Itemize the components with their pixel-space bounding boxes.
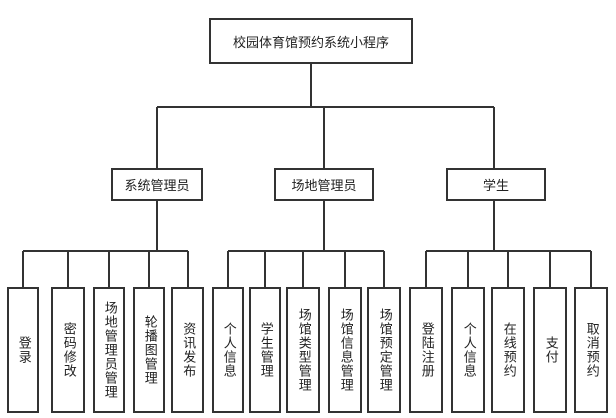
- root-node: 校园体育馆预约系统小程序: [209, 18, 413, 64]
- leaf-node-personal-info: 个人信息: [212, 287, 244, 413]
- leaf-label: 登录: [15, 336, 31, 364]
- leaf-node-online-booking: 在线预约: [491, 287, 525, 413]
- leaf-label: 个人信息: [220, 322, 236, 378]
- leaf-label: 在线预约: [500, 322, 516, 378]
- leaf-node-login-register: 登陆注册: [409, 287, 443, 413]
- branch-node-student: 学生: [446, 168, 546, 201]
- leaf-label: 场馆类型管理: [295, 308, 311, 392]
- branch-node-system-admin: 系统管理员: [111, 168, 203, 201]
- leaf-node-student-management: 学生管理: [249, 287, 281, 413]
- leaf-node-venue-type-management: 场馆类型管理: [286, 287, 320, 413]
- branch-label: 场地管理员: [291, 179, 357, 194]
- leaf-label: 密码修改: [60, 322, 76, 378]
- leaf-label: 场馆信息管理: [337, 308, 353, 392]
- leaf-node-carousel-management: 轮播图管理: [133, 287, 165, 413]
- leaf-label: 支付: [542, 336, 558, 364]
- leaf-label: 资讯发布: [180, 322, 196, 378]
- leaf-node-venue-booking-management: 场馆预定管理: [367, 287, 401, 413]
- leaf-label: 登陆注册: [418, 322, 434, 378]
- leaf-label: 场地管理员管理: [101, 301, 117, 399]
- branch-label: 系统管理员: [124, 179, 190, 194]
- leaf-node-login: 登录: [7, 287, 39, 413]
- leaf-node-venue-admin-management: 场地管理员管理: [93, 287, 125, 413]
- leaf-label: 个人信息: [460, 322, 476, 378]
- leaf-node-change-password: 密码修改: [51, 287, 85, 413]
- leaf-node-venue-info-management: 场馆信息管理: [328, 287, 362, 413]
- leaf-node-payment: 支付: [533, 287, 567, 413]
- root-node-label: 校园体育馆预约系统小程序: [232, 35, 389, 51]
- leaf-label: 取消预约: [583, 322, 599, 378]
- leaf-node-cancel-booking: 取消预约: [574, 287, 608, 413]
- leaf-label: 学生管理: [257, 322, 273, 378]
- leaf-node-news-publish: 资讯发布: [171, 287, 204, 413]
- leaf-label: 轮播图管理: [141, 315, 157, 385]
- branch-node-venue-admin: 场地管理员: [274, 168, 374, 201]
- leaf-label: 场馆预定管理: [376, 308, 392, 392]
- branch-label: 学生: [482, 179, 509, 194]
- leaf-node-student-personal-info: 个人信息: [451, 287, 485, 413]
